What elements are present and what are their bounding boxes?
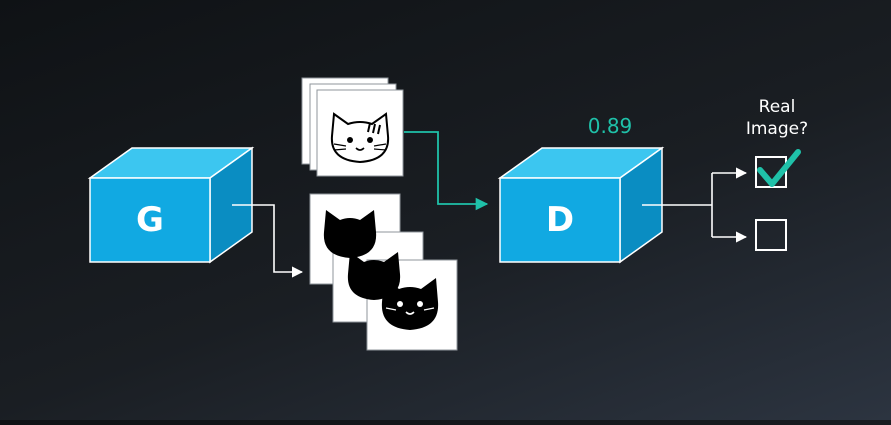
discriminator-output-arrows xyxy=(642,167,748,243)
generator-output-arrow xyxy=(232,204,304,278)
output-question: Real Image? xyxy=(722,96,832,140)
checkbox-icon xyxy=(755,156,787,188)
generator-box xyxy=(87,146,255,264)
question-line-2: Image? xyxy=(745,119,809,139)
fake-image-stack xyxy=(309,193,458,351)
cat-outline-icon xyxy=(330,112,390,164)
question-line-1: Real xyxy=(758,97,796,117)
cat-silhouette-icon xyxy=(323,210,377,258)
checkbox-icon xyxy=(755,219,787,251)
discriminator-score: 0.89 xyxy=(587,114,633,138)
discriminator-label: D xyxy=(545,200,575,240)
real-image-stack xyxy=(301,77,404,177)
real-checkbox xyxy=(755,149,801,188)
generator-label: G xyxy=(136,200,164,240)
cat-silhouette-icon xyxy=(381,278,439,330)
fake-checkbox xyxy=(755,219,787,251)
real-image-arrow xyxy=(404,131,489,211)
checkmark-icon xyxy=(757,149,801,187)
discriminator-box xyxy=(497,146,665,264)
